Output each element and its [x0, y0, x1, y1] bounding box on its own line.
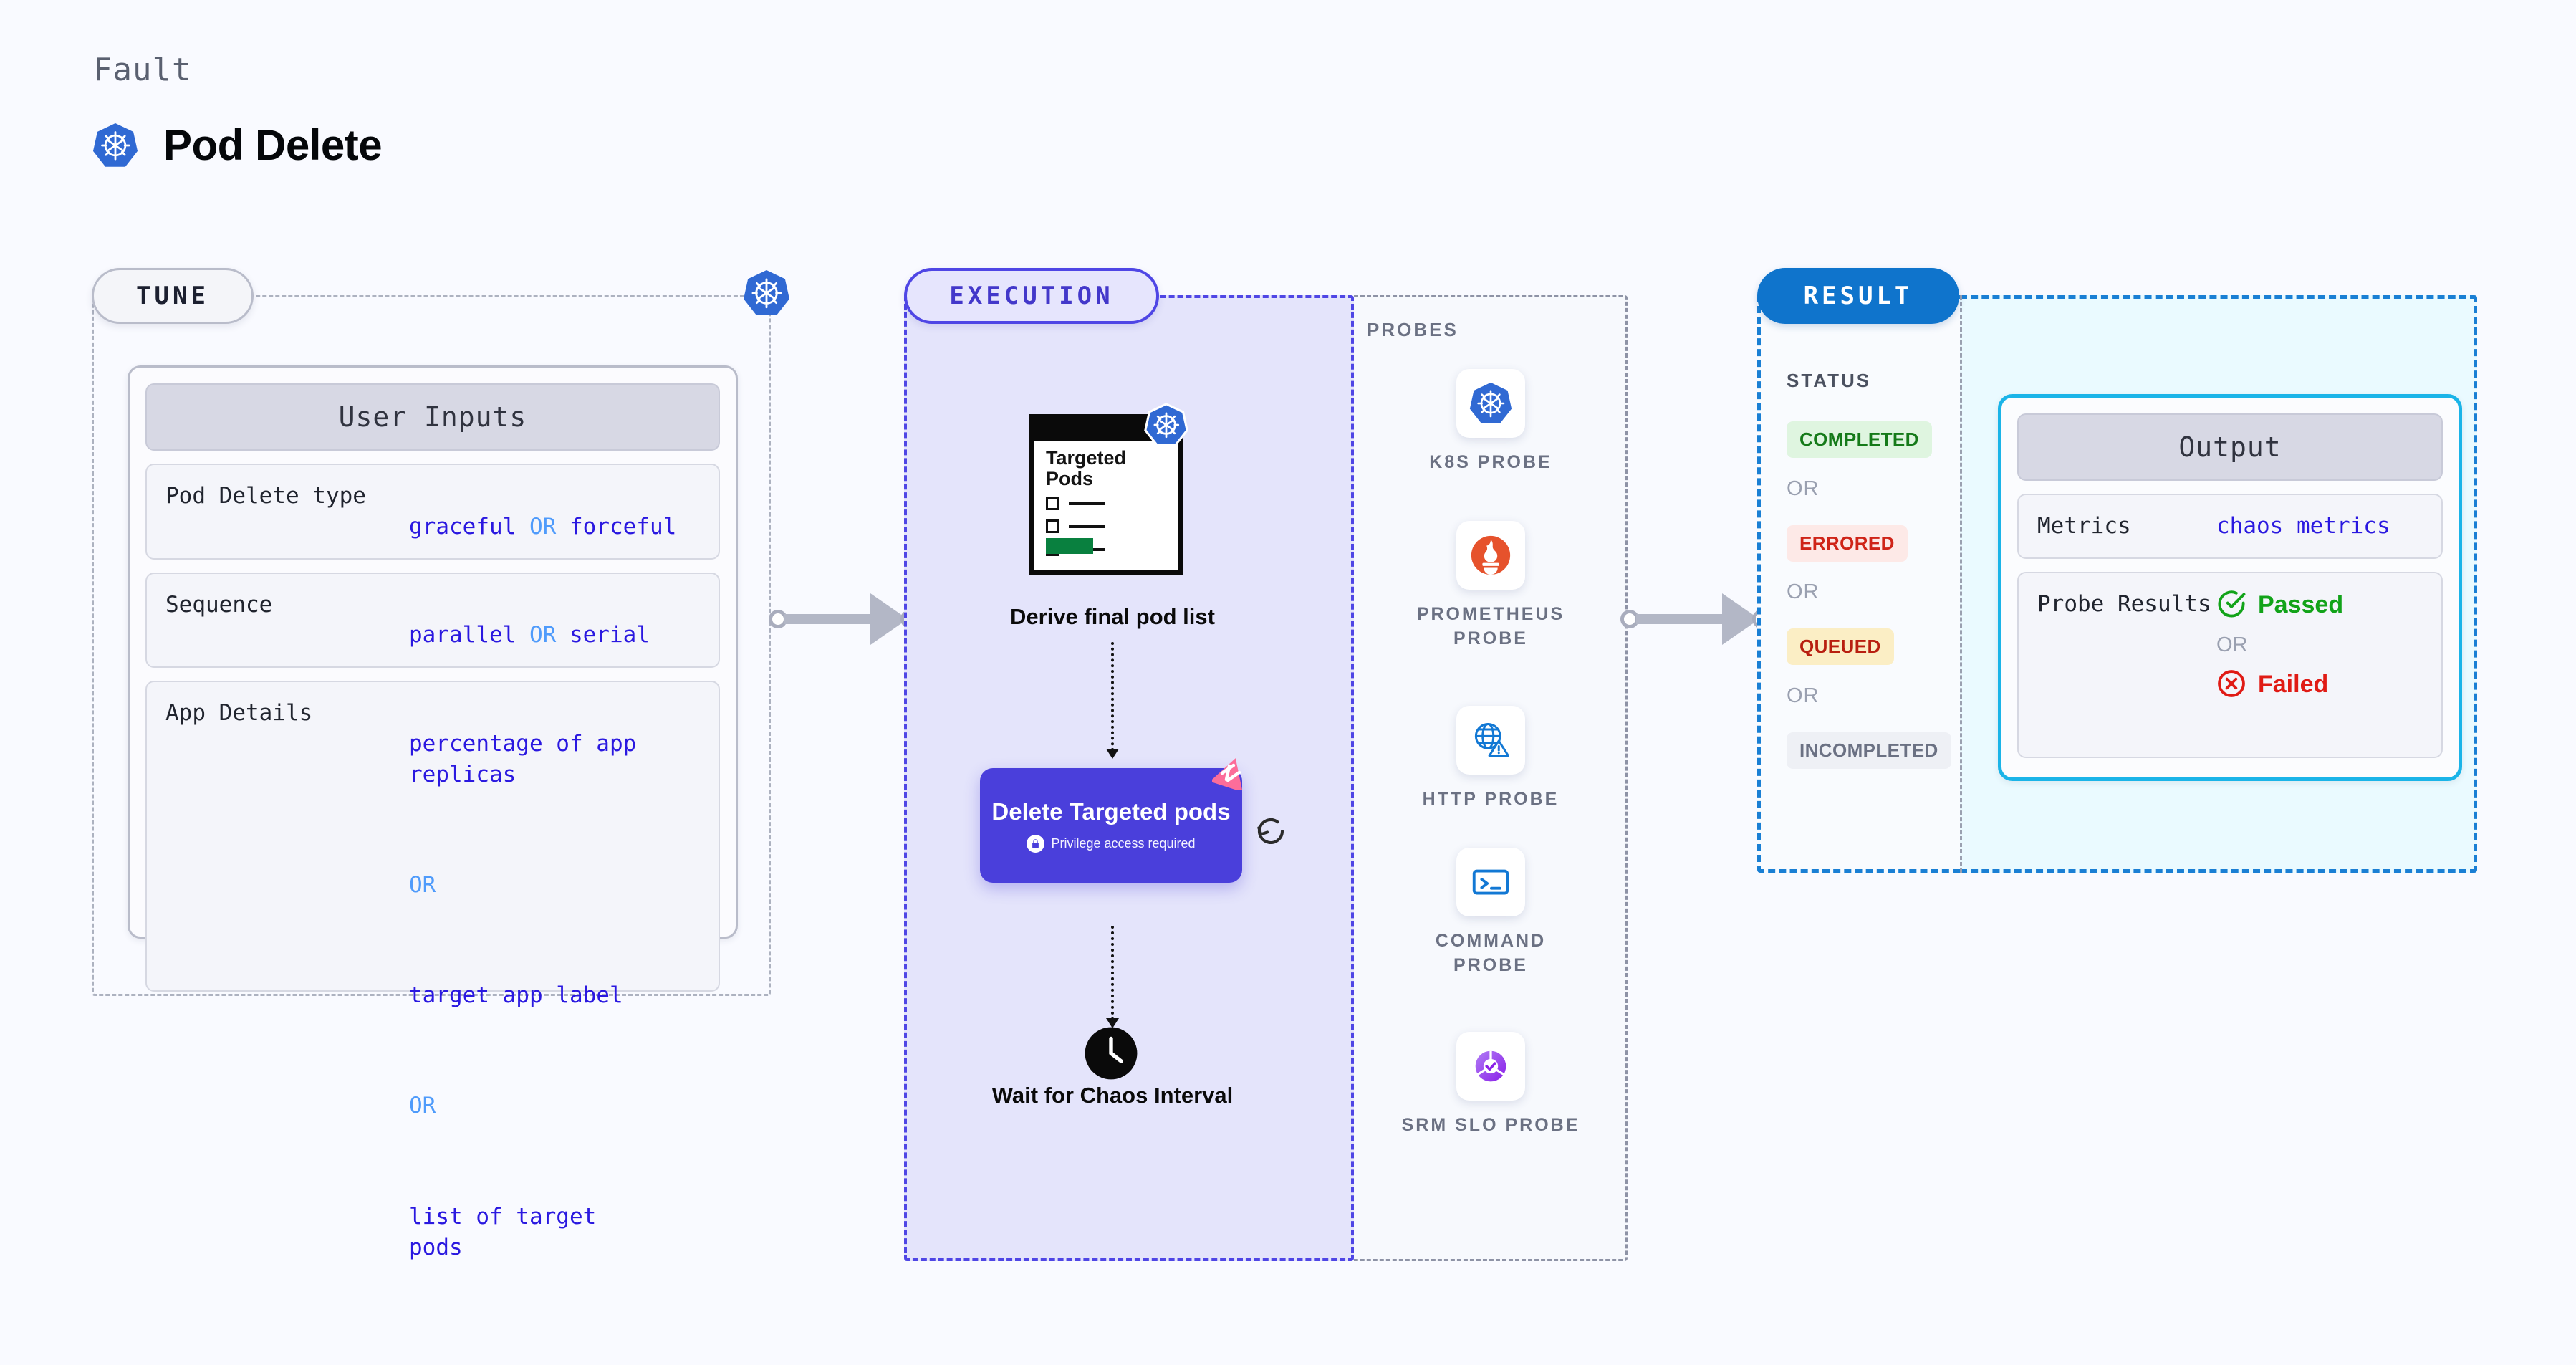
page-eyebrow: Fault [93, 52, 192, 88]
probe-label: SRM SLO PROBE [1401, 1115, 1580, 1135]
probe-label: COMMAND PROBE [1435, 931, 1547, 975]
lock-icon [1027, 834, 1045, 853]
targeted-pods-card[interactable]: Targeted Pods [1029, 403, 1194, 580]
wait-node-label: Wait for Chaos Interval [991, 1083, 1234, 1108]
checkbox-icon [1046, 497, 1059, 510]
probe-result-failed: Failed [2216, 669, 2343, 701]
flow-arrow-icon [1106, 926, 1119, 1028]
status-region [1757, 295, 1960, 873]
connector-line [1636, 614, 1722, 624]
checkbox-icon [1046, 519, 1059, 533]
document-title: Targeted Pods [1046, 447, 1127, 489]
table-row[interactable]: Pod Delete type graceful OR forceful [145, 464, 720, 560]
clock-icon [1084, 1026, 1138, 1084]
prometheus-icon [1456, 521, 1525, 590]
probe-result-failed-label: Failed [2258, 671, 2329, 699]
status-badge: COMPLETED [1787, 421, 1932, 458]
row-key: Probe Results [2037, 590, 2211, 617]
row-value: percentage of app replicas OR target app… [409, 730, 637, 1260]
probe-result-passed: Passed [2216, 589, 2343, 622]
kubernetes-icon [1144, 403, 1188, 447]
table-row[interactable]: Probe Results Passed OR [2017, 571, 2443, 758]
litmus-chaos-icon [1209, 756, 1249, 792]
output-header: Output [2017, 413, 2443, 481]
progress-bar [1046, 538, 1093, 554]
execution-badge[interactable]: EXECUTION [904, 268, 1159, 324]
probe-item[interactable]: K8S PROBE [1398, 369, 1584, 475]
probe-item[interactable]: PROMETHEUS PROBE [1398, 521, 1584, 651]
row-key: Sequence [165, 591, 273, 618]
document-icon: Targeted Pods [1029, 414, 1183, 575]
kubernetes-icon [742, 269, 791, 317]
row-value: chaos metrics [2216, 513, 2390, 539]
probe-label: PROMETHEUS PROBE [1416, 604, 1565, 648]
table-row[interactable]: Sequence parallel OR serial [145, 572, 720, 669]
derive-node-label: Derive final pod list [1010, 604, 1215, 629]
probe-item[interactable]: COMMAND PROBE [1398, 848, 1584, 978]
probe-label: HTTP PROBE [1422, 789, 1559, 809]
or-separator: OR [1787, 477, 1820, 500]
probes-label: PROBES [1367, 319, 1458, 340]
node-subtitle: Privilege access required [1027, 834, 1196, 853]
user-inputs-header: User Inputs [145, 383, 720, 451]
result-badge[interactable]: RESULT [1757, 268, 1959, 324]
delete-targeted-pods-node[interactable]: Delete Targeted pods Privilege access re… [980, 768, 1242, 883]
tune-region [92, 295, 771, 996]
connector-tune-to-execution [769, 593, 919, 645]
row-key: Metrics [2037, 513, 2131, 539]
output-card: Output Metrics chaos metrics Probe Resul… [1998, 394, 2462, 781]
list-item [1046, 497, 1105, 510]
status-badge: INCOMPLETED [1787, 732, 1951, 769]
slo-donut-icon [1456, 1032, 1525, 1101]
row-key: Pod Delete type [165, 483, 366, 509]
probe-item[interactable]: SRM SLO PROBE [1398, 1032, 1584, 1138]
page-header: Pod Delete [92, 120, 383, 170]
list-item [1046, 519, 1105, 533]
terminal-icon [1456, 848, 1525, 916]
or-separator: OR [1787, 580, 1820, 603]
or-separator: OR [1787, 684, 1820, 707]
x-circle-icon [2216, 669, 2246, 701]
row-value: graceful OR forceful [409, 513, 677, 540]
probe-result-passed-label: Passed [2258, 591, 2344, 619]
connector-line [784, 614, 870, 624]
kubernetes-icon [92, 122, 139, 169]
status-badge: ERRORED [1787, 525, 1908, 562]
table-row[interactable]: Metrics chaos metrics [2017, 494, 2443, 559]
globe-warning-icon [1456, 706, 1525, 775]
check-circle-icon [2216, 589, 2246, 622]
user-inputs-card: User Inputs Pod Delete type graceful OR … [128, 365, 738, 1260]
row-key: App Details [165, 700, 313, 727]
probe-item[interactable]: HTTP PROBE [1398, 706, 1584, 812]
connector-execution-to-result [1620, 593, 1771, 645]
region-divider [1960, 295, 1962, 873]
flow-arrow-icon [1106, 642, 1119, 759]
tune-badge[interactable]: TUNE [92, 268, 254, 324]
page-title: Pod Delete [163, 121, 383, 169]
probe-label: K8S PROBE [1429, 452, 1552, 472]
status-label: STATUS [1787, 370, 1872, 391]
row-value: parallel OR serial [409, 622, 650, 648]
or-separator: OR [2216, 633, 2248, 656]
loop-refresh-icon[interactable] [1254, 814, 1288, 848]
status-badge: QUEUED [1787, 628, 1894, 665]
node-subtitle-text: Privilege access required [1051, 835, 1196, 851]
probe-results-values: Passed OR Failed [2216, 589, 2343, 701]
node-title: Delete Targeted pods [991, 798, 1231, 825]
kubernetes-icon [1456, 369, 1525, 438]
table-row[interactable]: App Details percentage of app replicas O… [145, 681, 720, 1260]
